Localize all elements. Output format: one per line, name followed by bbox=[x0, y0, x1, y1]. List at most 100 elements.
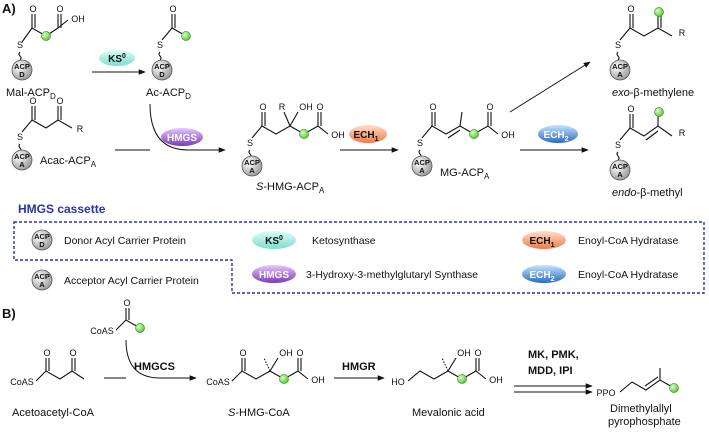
atom-o: O bbox=[486, 102, 493, 112]
atom-o: O bbox=[56, 96, 63, 106]
atom-oh: OH bbox=[279, 348, 293, 358]
atom-oh: OH bbox=[457, 348, 471, 358]
hmg-acp-label: S-HMG-ACPA bbox=[256, 181, 325, 195]
labeled-carbon-icon bbox=[181, 31, 191, 41]
mg-acp-label: MG-ACPA bbox=[440, 167, 490, 181]
late-enzymes-line2: MDD, IPI bbox=[528, 365, 573, 377]
legend-ech1-badge bbox=[522, 231, 566, 249]
acp-circle-sub: D bbox=[19, 70, 25, 79]
panel-b-label: B) bbox=[2, 306, 16, 321]
endo-product-label: endo-β-methyl bbox=[612, 187, 683, 199]
acp-a-icon bbox=[241, 155, 263, 177]
atom-oh: OH bbox=[331, 130, 345, 140]
acp-circle-sub: D bbox=[39, 240, 45, 249]
ks-enzyme-badge bbox=[99, 50, 135, 66]
atom-r: R bbox=[279, 102, 286, 112]
atom-s: S bbox=[157, 40, 163, 50]
acp-circle-label: ACP bbox=[414, 158, 430, 167]
acp-circle-label: ACP bbox=[612, 62, 628, 71]
acp-circle-sub: A bbox=[39, 280, 45, 289]
exo-reaction-arrow bbox=[509, 61, 591, 113]
mal-acp-structure: O O OH S ACP D bbox=[11, 4, 85, 81]
legend-ech2-desc: Enoyl-CoA Hydratase bbox=[578, 269, 679, 281]
legend-acceptor-label: Acceptor Acyl Carrier Protein bbox=[64, 275, 199, 287]
acac-acp-label: Acac-ACPA bbox=[40, 155, 97, 169]
labeled-carbon-icon bbox=[654, 107, 664, 117]
atom-oh: OH bbox=[311, 375, 325, 385]
acp-circle-sub: A bbox=[617, 70, 623, 79]
acp-a-icon bbox=[609, 59, 631, 81]
hmg-coa-structure: CoAS O OH O OH bbox=[206, 348, 325, 387]
atom-r: R bbox=[77, 124, 84, 134]
acp-a-icon bbox=[11, 149, 33, 171]
acp-circle-sub: A bbox=[19, 160, 25, 169]
atom-oh: OH bbox=[299, 102, 313, 112]
labeled-carbon-icon bbox=[41, 31, 51, 41]
acetyl-coa-structure: CoAS O bbox=[90, 298, 145, 336]
exo-methylene-structure: O R S ACP A bbox=[609, 4, 686, 81]
hmgs-reaction-arrow bbox=[149, 103, 226, 153]
legend-title: HMGS cassette bbox=[18, 202, 106, 216]
acp-circle-sub: A bbox=[617, 170, 623, 179]
ks-enzyme-label: KS0 bbox=[108, 53, 126, 65]
atom-coas: CoAS bbox=[206, 377, 230, 387]
mal-acp-label: Mal-ACPD bbox=[6, 87, 56, 101]
legend-ks-label: KS0 bbox=[265, 235, 283, 247]
atom-ho: HO bbox=[391, 377, 405, 387]
legend-ks-badge bbox=[252, 231, 296, 249]
acp-circle-label: ACP bbox=[34, 272, 50, 281]
acp-circle-sub: A bbox=[249, 166, 255, 175]
panel-a-label: A) bbox=[2, 1, 16, 16]
labeled-carbon-icon bbox=[279, 374, 289, 384]
labeled-carbon-icon bbox=[654, 7, 664, 17]
acp-circle-sub: A bbox=[419, 166, 425, 175]
acp-circle-label: ACP bbox=[14, 152, 30, 161]
atom-o: O bbox=[429, 102, 436, 112]
atom-o: O bbox=[56, 4, 63, 14]
atom-o: O bbox=[627, 4, 634, 14]
atom-s: S bbox=[17, 132, 23, 142]
labeled-carbon-icon bbox=[299, 129, 309, 139]
acp-circle-label: ACP bbox=[154, 62, 170, 71]
late-enzymes-line1: MK, PMK, bbox=[528, 349, 579, 361]
mg-acp-structure: O O OH S ACP A bbox=[411, 102, 515, 177]
ech2-enzyme-label: ECH2 bbox=[543, 130, 568, 143]
labeled-carbon-icon bbox=[135, 323, 145, 333]
ac-acp-label: Ac-ACPD bbox=[146, 87, 191, 101]
ech1-enzyme-badge bbox=[349, 125, 387, 143]
legend-ech2-label: ECH2 bbox=[529, 270, 554, 283]
hmgs-enzyme-badge bbox=[161, 128, 203, 146]
atom-o: O bbox=[239, 348, 246, 358]
acp-a-icon bbox=[411, 155, 433, 177]
labeled-carbon-icon bbox=[469, 129, 479, 139]
atom-o: O bbox=[474, 348, 481, 358]
legend-donor-label: Donor Acyl Carrier Protein bbox=[64, 235, 186, 247]
legend-acp-a-icon bbox=[31, 269, 53, 291]
hmg-acp-structure: O R OH O OH S ACP A bbox=[241, 102, 345, 177]
atom-r: R bbox=[679, 28, 686, 38]
hmgcs-reaction-arrow bbox=[125, 339, 197, 381]
labeled-carbon-icon bbox=[669, 383, 679, 393]
acetoacetyl-coa-label: Acetoacetyl-CoA bbox=[12, 407, 95, 419]
atom-o: O bbox=[123, 298, 130, 308]
legend-hmgs-label: HMGS bbox=[259, 270, 289, 281]
legend-hmgs-badge bbox=[252, 265, 296, 283]
exo-product-label: exo-β-methylene bbox=[612, 87, 694, 99]
acp-circle-label: ACP bbox=[14, 62, 30, 71]
legend-ech1-desc: Enoyl-CoA Hydratase bbox=[578, 235, 679, 247]
legend-ech1-label: ECH1 bbox=[529, 236, 554, 249]
atom-s: S bbox=[615, 40, 621, 50]
endo-methyl-structure: O R S ACP A bbox=[609, 104, 686, 181]
mevalonic-acid-label: Mevalonic acid bbox=[412, 407, 485, 419]
acp-circle-sub: D bbox=[159, 70, 165, 79]
atom-o: O bbox=[259, 102, 266, 112]
atom-oh: OH bbox=[71, 14, 85, 24]
ech1-enzyme-label: ECH1 bbox=[353, 130, 378, 143]
dmapp-label-line2: pyrophosphate bbox=[608, 416, 681, 428]
atom-o: O bbox=[29, 4, 36, 14]
ac-acp-structure: O S ACP D bbox=[151, 4, 191, 81]
atom-coas: CoAS bbox=[90, 326, 114, 336]
labeled-carbon-icon bbox=[457, 374, 467, 384]
